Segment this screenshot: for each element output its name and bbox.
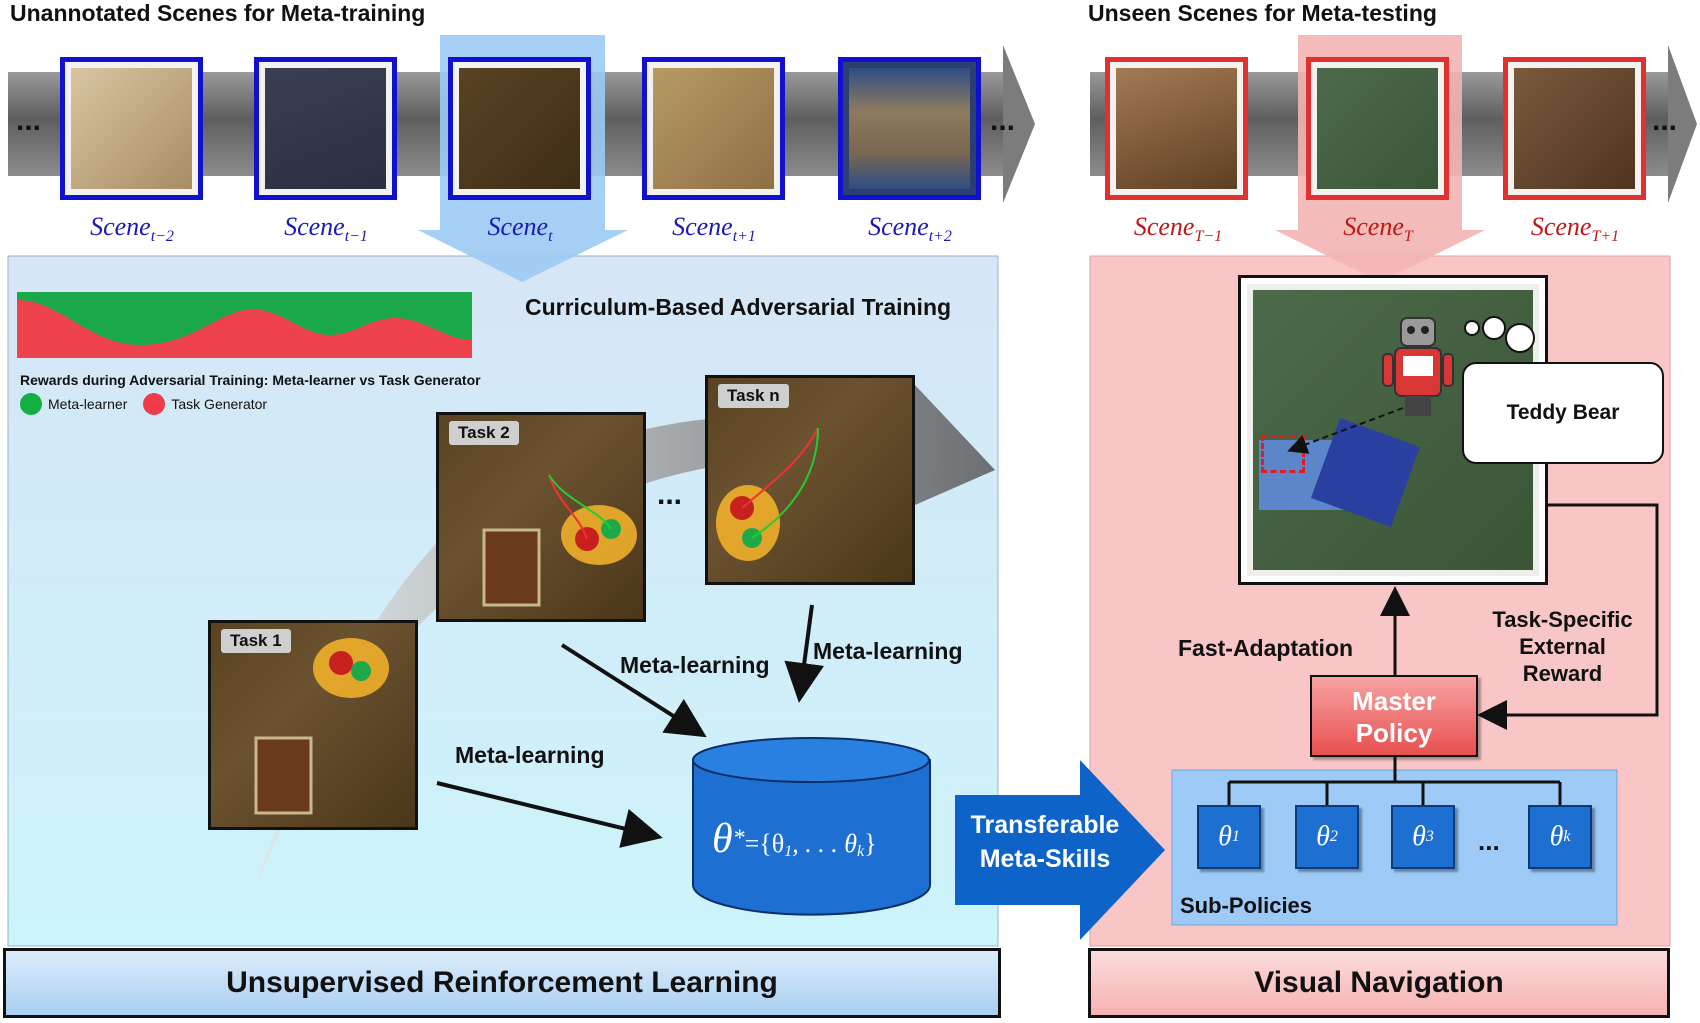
visual-navigation-banner: Visual Navigation: [1088, 948, 1670, 1018]
training-scene-thumb-2: [254, 57, 397, 200]
task-2-map: Task 2: [436, 412, 646, 622]
curriculum-progress-arrow: [240, 385, 995, 930]
right-bottom-bar-bg: [1088, 948, 1670, 1018]
training-scene-thumb-5: [838, 57, 981, 200]
sub-policies-label: Sub-Policies: [1180, 893, 1313, 918]
rewards-chart: [17, 292, 472, 358]
training-scene-label-5: Scenet+2: [868, 212, 952, 246]
meta-learning-label-n: Meta-learning: [813, 638, 963, 664]
meta-learning-arrow-1: [436, 781, 663, 848]
training-scene-label-4: Scenet+1: [672, 212, 756, 246]
curriculum-title: Curriculum-Based Adversarial Training: [525, 294, 952, 320]
unsupervised-rl-banner: Unsupervised Reinforcement Learning: [3, 948, 1001, 1018]
testing-scene-label-3: SceneT+1: [1530, 212, 1620, 246]
meta-learning-arrow-2: [560, 643, 707, 738]
thought-bubbles: [1464, 316, 1535, 353]
left-bottom-bar-bg: [3, 948, 1001, 1018]
task-n-map: Task n: [705, 375, 915, 585]
task-1-map-art: [254, 638, 389, 815]
meta-learning-label-2: Meta-learning: [620, 652, 770, 678]
legend-swatch-task-generator: [143, 393, 166, 415]
meta-training-header: Unannotated Scenes for Meta-training: [10, 0, 426, 26]
robot-icon: [1382, 317, 1454, 416]
strip-ellipsis-left: ...: [16, 104, 42, 137]
meta-testing-header: Unseen Scenes for Meta-testing: [1088, 0, 1437, 26]
reward-label: Task-Specific External Reward: [1492, 607, 1633, 686]
robot-gaze-line: [1287, 407, 1404, 454]
task-n-tag: Task n: [718, 384, 789, 408]
training-scene-thumb-3: [448, 57, 591, 200]
meta-learning-arrow-n: [784, 604, 825, 703]
tasks-ellipsis: ...: [657, 478, 683, 511]
theta-star-expression: θ*={θ1, . . . θk}: [712, 816, 877, 862]
task-1-tag: Task 1: [221, 629, 291, 653]
transfer-arrow: [955, 760, 1165, 940]
task-n-map-art: [716, 427, 819, 561]
training-scene-thumb-1: [60, 57, 203, 200]
testing-scene-thumb-1: [1105, 57, 1248, 200]
training-scene-label-2: Scenet−1: [284, 212, 368, 246]
rewards-legend: Meta-learner Task Generator: [20, 393, 267, 415]
testing-scene-thumb-3: [1503, 57, 1646, 200]
legend-label-meta-learner: Meta-learner: [48, 396, 128, 412]
testing-scene-label-2: SceneT: [1343, 212, 1413, 246]
transfer-arrow-label: Transferable Meta-Skills: [970, 811, 1120, 873]
training-scene-label-3: Scenet: [487, 212, 553, 246]
task-1-map: Task 1: [208, 620, 418, 830]
reward-loop-arrow: [1477, 503, 1659, 730]
teddy-bear-target-box: [1261, 435, 1305, 473]
master-policy-box: Master Policy: [1310, 675, 1478, 757]
rewards-caption: Rewards during Adversarial Training: Met…: [20, 372, 481, 388]
meta-learning-label-1: Meta-learning: [455, 742, 605, 768]
task-2-tag: Task 2: [449, 421, 519, 445]
testing-scene-label-1: SceneT−1: [1133, 212, 1223, 246]
training-scene-thumb-4: [642, 57, 785, 200]
visual-navigation-label: Visual Navigation: [1254, 966, 1504, 999]
legend-swatch-meta-learner: [20, 393, 42, 415]
sub-policies-ellipsis: ...: [1478, 826, 1500, 856]
fast-adaptation-label: Fast-Adaptation: [1178, 635, 1354, 661]
target-object-label: Teddy Bear: [1506, 401, 1620, 424]
legend-label-task-generator: Task Generator: [171, 396, 268, 412]
task-2-map-art: [482, 474, 637, 607]
target-object-bubble: Teddy Bear: [1462, 362, 1664, 464]
unsupervised-rl-label: Unsupervised Reinforcement Learning: [226, 966, 778, 999]
strip-ellipsis-right: ...: [1652, 104, 1678, 137]
strip-ellipsis-mid: ...: [990, 104, 1016, 137]
policy-tree-lines: [1227, 757, 1562, 805]
testing-scene-thumb-2: [1306, 57, 1449, 200]
training-scene-label-1: Scenet−2: [90, 212, 174, 246]
meta-skills-database: [692, 737, 931, 916]
